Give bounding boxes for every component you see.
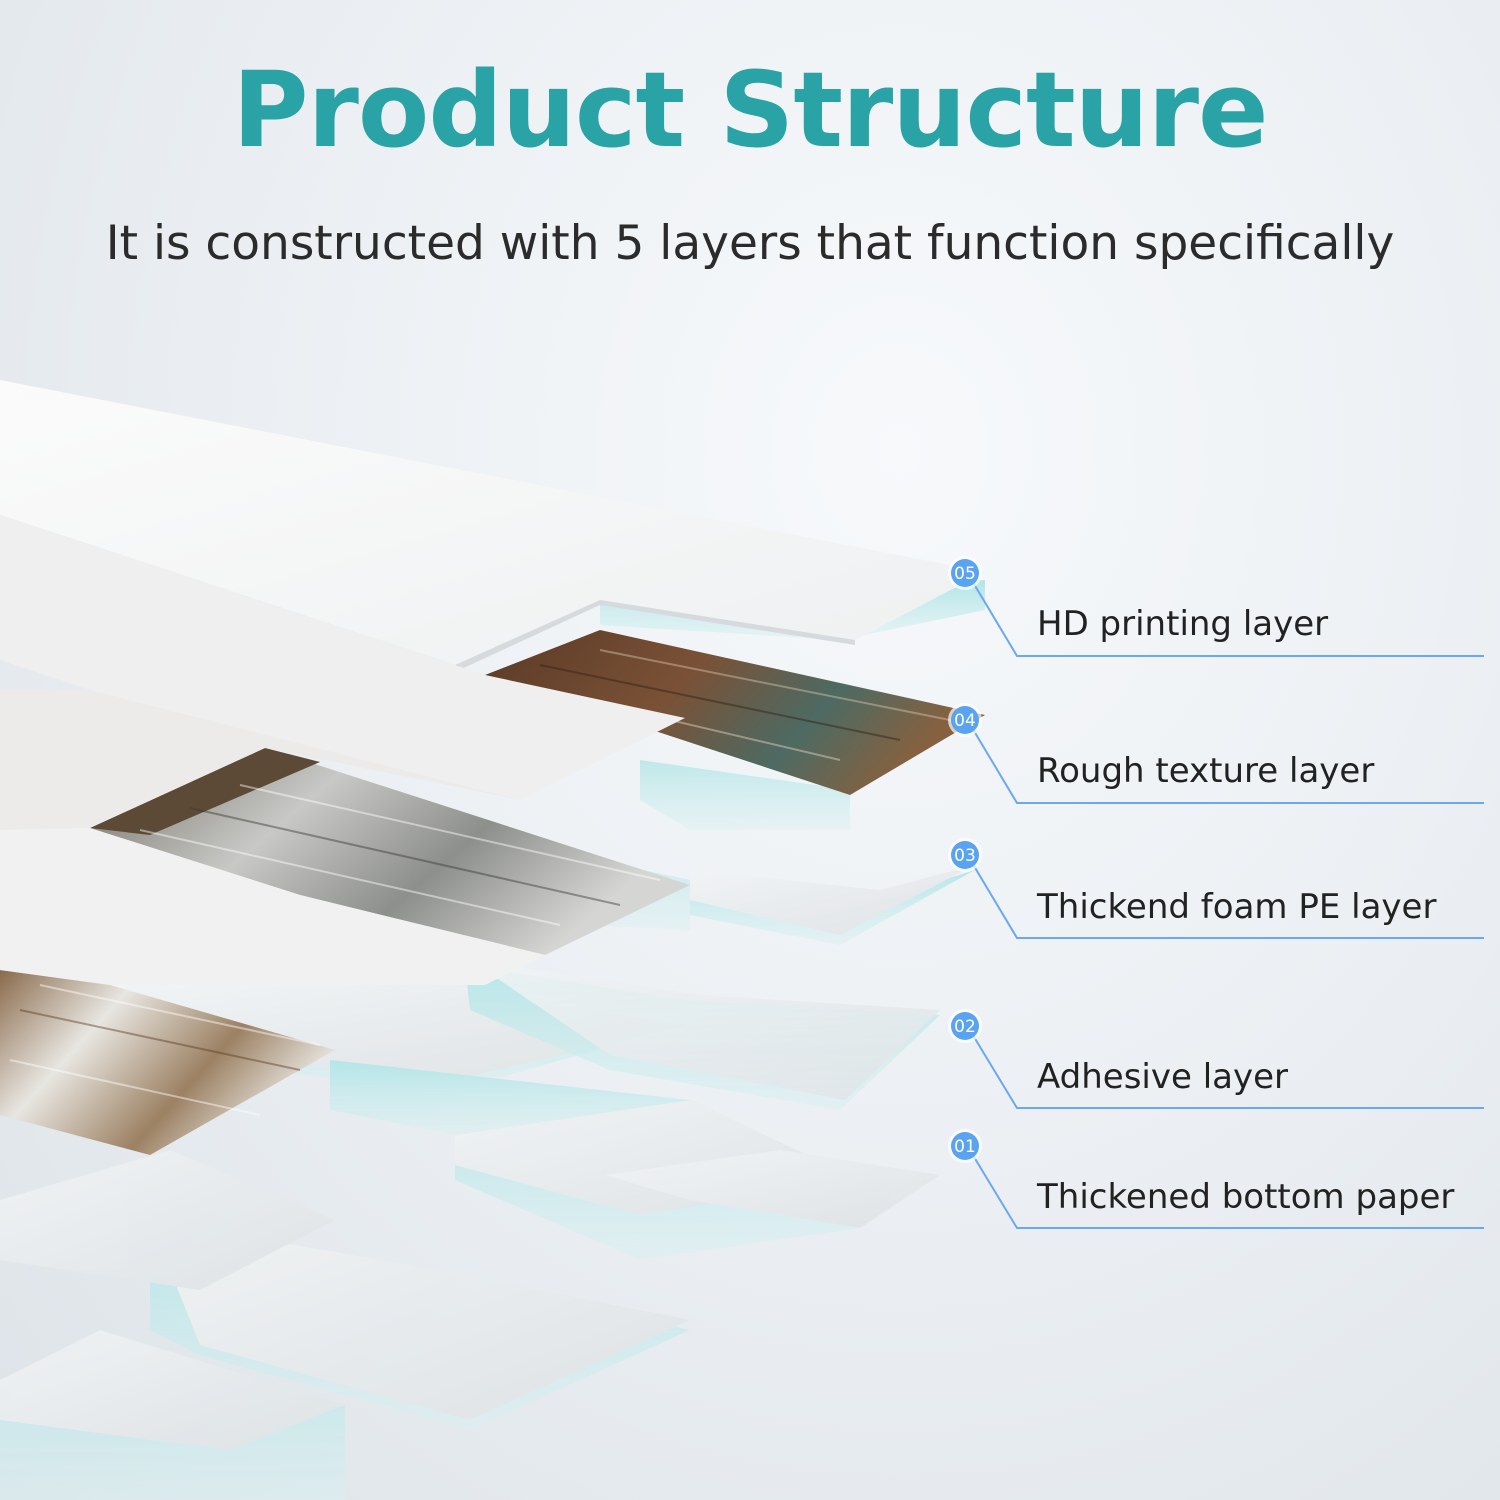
layer-badge-05: 05 — [948, 556, 982, 590]
layer-label-04: Rough texture layer — [1037, 751, 1375, 791]
layer-label-05: HD printing layer — [1037, 604, 1329, 644]
callout-badges: 05 04 03 02 01 — [948, 556, 982, 1163]
layer-label-01: Thickened bottom paper — [1037, 1177, 1455, 1217]
rough-texture-layer — [0, 630, 985, 1155]
layer-label-03: Thickend foam PE layer — [1037, 887, 1437, 927]
layer-number: 03 — [954, 846, 976, 866]
hd-printing-layer — [0, 380, 985, 985]
bottom-paper-stack — [0, 1100, 940, 1500]
page-title: Product Structure — [232, 49, 1268, 171]
layer-badge-03: 03 — [948, 838, 982, 872]
layer-badge-02: 02 — [948, 1009, 982, 1043]
layer-number: 04 — [954, 711, 976, 731]
layer-badge-04: 04 — [948, 703, 982, 737]
layer-number: 05 — [954, 564, 976, 584]
layer-number: 01 — [954, 1137, 976, 1157]
layer-label-02: Adhesive layer — [1037, 1057, 1289, 1097]
layer-badge-01: 01 — [948, 1129, 982, 1163]
layer-number: 02 — [954, 1017, 976, 1037]
page-subtitle: It is constructed with 5 layers that fun… — [105, 216, 1395, 271]
